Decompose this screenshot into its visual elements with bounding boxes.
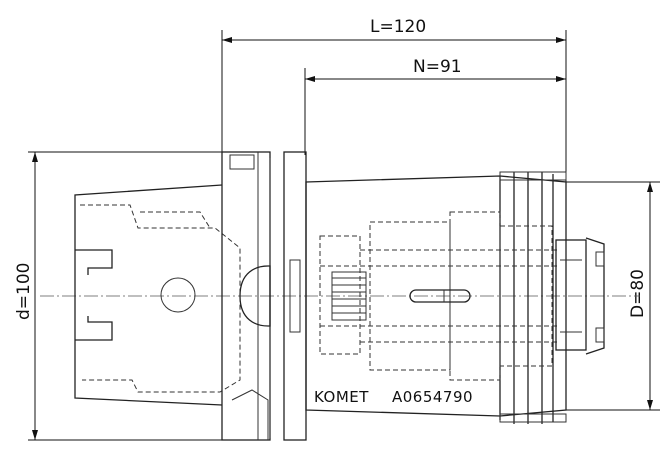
dimension-gauge-length: N=91 bbox=[304, 57, 566, 155]
dimension-body-diameter: D=80 bbox=[566, 181, 660, 411]
dimension-label-d-small: d=100 bbox=[14, 263, 34, 320]
internal-mechanism bbox=[319, 211, 605, 381]
dimension-label-d-large: D=80 bbox=[628, 269, 648, 318]
flange bbox=[221, 151, 271, 441]
part-marking: KOMET A0654790 bbox=[314, 388, 473, 406]
cross-hole bbox=[160, 277, 196, 313]
brand-label: KOMET bbox=[314, 388, 369, 406]
body bbox=[305, 171, 567, 424]
key-slot bbox=[409, 289, 471, 303]
part-number-label: A0654790 bbox=[392, 388, 473, 406]
spring bbox=[331, 271, 367, 321]
dimension-flange-diameter: d=100 bbox=[14, 151, 222, 441]
dimension-label-n: N=91 bbox=[413, 57, 462, 77]
dimension-label-l: L=120 bbox=[370, 17, 426, 37]
dimension-overall-length: L=120 bbox=[221, 17, 567, 182]
